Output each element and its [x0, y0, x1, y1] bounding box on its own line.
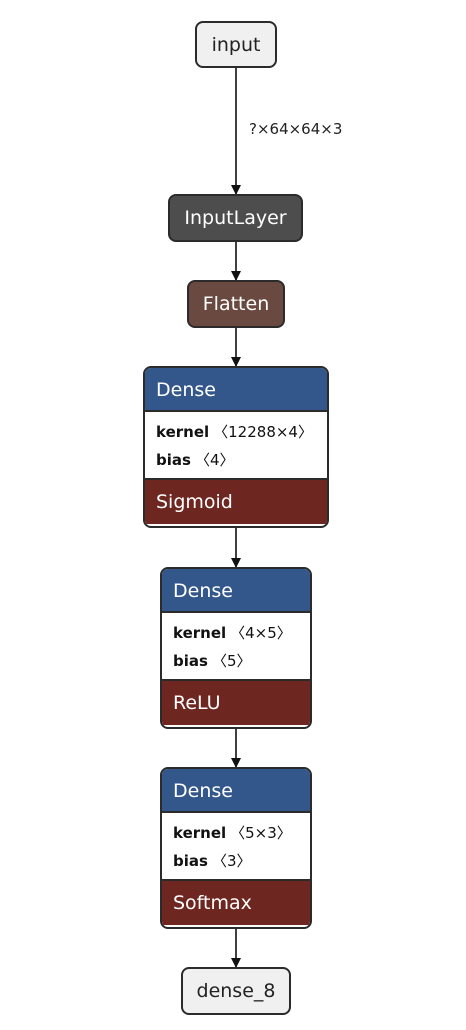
dense-node-3-activation: Softmax [162, 881, 310, 925]
bias-attribute: bias〈3〉 [173, 847, 310, 875]
kernel-attribute: kernel〈4×5〉 [173, 619, 310, 647]
inputlayer-node-label: InputLayer [184, 207, 287, 229]
kernel-attribute: kernel〈12288×4〉 [156, 418, 327, 446]
output-node[interactable]: dense_8 [181, 967, 291, 1015]
bias-attribute-name: bias [173, 852, 208, 870]
flatten-node[interactable]: Flatten [187, 280, 285, 328]
output-node-label: dense_8 [196, 980, 276, 1002]
bias-attribute: bias〈5〉 [173, 647, 310, 675]
bias-attribute-value: 〈3〉 [211, 852, 252, 870]
dense-node-2-header: Dense [162, 569, 310, 613]
dense-node-1[interactable]: Dense kernel〈12288×4〉 bias〈4〉 Sigmoid [143, 366, 329, 528]
kernel-attribute-value: 〈12288×4〉 [213, 423, 313, 441]
dense-node-3-header: Dense [162, 769, 310, 813]
bias-attribute-value: 〈4〉 [194, 451, 235, 469]
kernel-attribute-name: kernel [173, 624, 227, 642]
inputlayer-node[interactable]: InputLayer [168, 194, 303, 242]
flatten-node-label: Flatten [202, 293, 270, 315]
bias-attribute: bias〈4〉 [156, 446, 327, 474]
input-node[interactable]: input [195, 21, 277, 68]
bias-attribute-value: 〈5〉 [211, 652, 252, 670]
kernel-attribute: kernel〈5×3〉 [173, 819, 310, 847]
dense-node-2-attributes: kernel〈4×5〉 bias〈5〉 [162, 613, 310, 681]
kernel-attribute-name: kernel [156, 423, 210, 441]
dense-node-1-attributes: kernel〈12288×4〉 bias〈4〉 [145, 412, 327, 480]
input-shape-label: ?×64×64×3 [249, 120, 343, 138]
dense-node-3[interactable]: Dense kernel〈5×3〉 bias〈3〉 Softmax [160, 767, 312, 929]
dense-node-1-header: Dense [145, 368, 327, 412]
bias-attribute-name: bias [173, 652, 208, 670]
input-node-label: input [211, 33, 261, 56]
dense-node-1-activation: Sigmoid [145, 480, 327, 524]
kernel-attribute-name: kernel [173, 824, 227, 842]
dense-node-2[interactable]: Dense kernel〈4×5〉 bias〈5〉 ReLU [160, 567, 312, 729]
kernel-attribute-value: 〈4×5〉 [230, 624, 292, 642]
dense-node-3-attributes: kernel〈5×3〉 bias〈3〉 [162, 813, 310, 881]
dense-node-2-activation: ReLU [162, 681, 310, 725]
bias-attribute-name: bias [156, 451, 191, 469]
kernel-attribute-value: 〈5×3〉 [230, 824, 292, 842]
